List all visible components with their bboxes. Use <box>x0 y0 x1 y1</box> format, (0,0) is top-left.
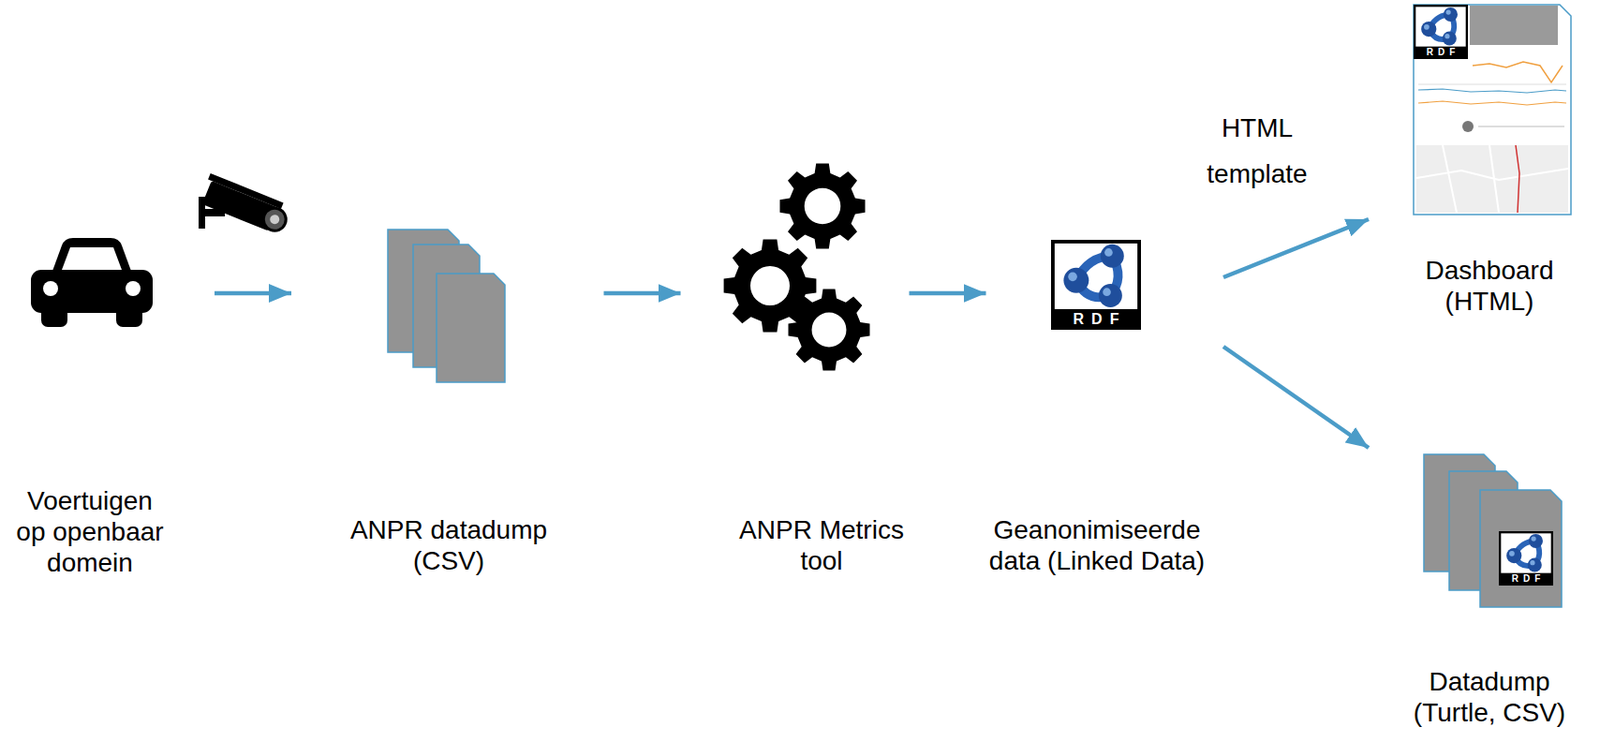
logo-lettering: RDF <box>1413 45 1468 60</box>
process-step: Geanonimiseerde data (Linked Data) <box>976 239 1218 577</box>
map-route <box>1515 145 1520 213</box>
map-area <box>1416 145 1569 213</box>
camera-body <box>198 173 293 237</box>
logo-lettering: RDF <box>1051 308 1141 330</box>
camera-icon <box>198 173 293 237</box>
header-bar <box>1469 5 1558 45</box>
node-caption: Dashboard (HTML) <box>1392 254 1587 317</box>
process-step: Datadump (Turtle, CSV) <box>1392 454 1587 728</box>
flow-arrow <box>909 291 987 297</box>
camera-lens <box>260 205 290 235</box>
car-window <box>61 247 122 270</box>
logo-lettering: RDF <box>1498 572 1554 586</box>
car-light <box>43 281 59 297</box>
edge-label: HTML template <box>1186 104 1328 197</box>
dashboard-screenshot <box>1413 4 1571 215</box>
rdf-icon <box>1498 532 1554 586</box>
rdf-icon <box>1051 241 1141 330</box>
chart-line <box>1418 101 1567 105</box>
car-wheel <box>116 301 143 327</box>
car-wheel <box>41 301 68 327</box>
csv-documents <box>387 229 505 383</box>
page-outline <box>1413 4 1571 215</box>
flow-arrow <box>604 291 682 297</box>
process-step: Voertuigen op openbaar domein <box>11 229 169 578</box>
node-caption: Voertuigen op openbaar domein <box>11 485 169 578</box>
gear <box>788 289 871 371</box>
datadump-documents <box>1423 454 1562 608</box>
process-step: ANPR datadump (CSV) <box>337 229 561 577</box>
flow-arrow <box>1223 346 1369 448</box>
chart-axis <box>1418 84 1567 86</box>
document-page <box>1480 489 1562 608</box>
chart-line <box>1418 88 1567 93</box>
flow-arrow <box>214 291 292 297</box>
slider <box>1478 125 1565 128</box>
gears-icon <box>724 163 871 371</box>
play-button <box>1462 120 1474 133</box>
process-step: Dashboard (HTML) <box>1392 1 1587 317</box>
car-icon <box>30 237 153 327</box>
car-light <box>125 281 141 297</box>
chart-line <box>1472 61 1563 83</box>
node-caption: Geanonimiseerde data (Linked Data) <box>976 514 1218 577</box>
camera-lens <box>268 213 282 226</box>
rdf-icon <box>1413 5 1468 60</box>
node-caption: ANPR Metrics tool <box>724 514 919 577</box>
node-caption: Datadump (Turtle, CSV) <box>1392 666 1587 728</box>
document-page <box>436 273 505 383</box>
car-roof <box>51 237 133 274</box>
node-caption: ANPR datadump (CSV) <box>337 514 561 577</box>
map-road <box>1416 145 1569 213</box>
gear <box>780 163 866 250</box>
flow-arrow <box>1223 219 1369 278</box>
process-step: ANPR Metrics tool <box>724 162 919 577</box>
